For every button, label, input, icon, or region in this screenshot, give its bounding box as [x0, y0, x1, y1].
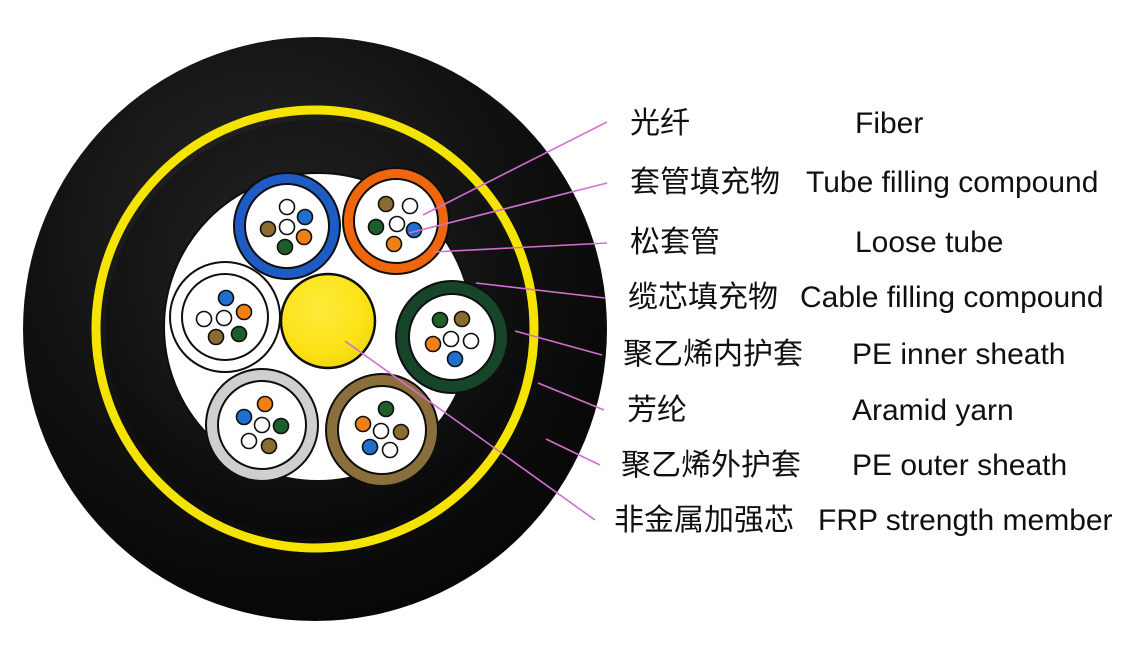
- optical-fiber: [367, 218, 385, 236]
- loose-tube-jacket: [343, 168, 449, 274]
- loose-tube-orange-tube: [342, 167, 450, 275]
- loose-tube-jacket: [170, 262, 280, 372]
- frp-strength-member-core: [279, 272, 377, 370]
- optical-fiber: [276, 238, 294, 256]
- optical-fiber: [354, 415, 372, 433]
- optical-fiber: [381, 441, 399, 459]
- leader-line-frp-strength-member: [344, 340, 596, 521]
- leader-line-aramid-yarn: [537, 382, 605, 411]
- optical-fiber: [385, 235, 403, 253]
- loose-tube-brown-tube: [325, 373, 439, 487]
- optical-fiber: [462, 332, 480, 350]
- optical-fiber: [253, 416, 271, 434]
- leader-line-pe-inner-sheath: [514, 330, 603, 356]
- loose-tube-blue-tube: [233, 172, 341, 280]
- label-en-tube-filling-compound: Tube filling compound: [806, 166, 1099, 199]
- leader-line-pe-outer-sheath: [545, 438, 601, 466]
- optical-fiber: [278, 198, 296, 216]
- label-en-fiber: Fiber: [855, 107, 924, 140]
- optical-fiber: [235, 408, 253, 426]
- label-cn-cable-filling-compound: 缆芯填充物: [628, 280, 778, 315]
- label-cn-tube-filling-compound: 套管填充物: [630, 165, 780, 200]
- label-cn-loose-tube: 松套管: [630, 225, 720, 260]
- label-cn-pe-inner-sheath: 聚乙烯内护套: [623, 337, 803, 372]
- label-en-pe-inner-sheath: PE inner sheath: [852, 338, 1066, 371]
- optical-fiber: [377, 195, 395, 213]
- loose-tube-outer-outline: [325, 373, 439, 487]
- loose-tube-outer-outline: [342, 167, 450, 275]
- leader-line-fiber: [422, 121, 608, 216]
- label-en-frp-strength-member: FRP strength member: [818, 504, 1113, 537]
- loose-tube-outer-outline: [395, 280, 509, 394]
- loose-tube-natural-tube: [169, 261, 281, 373]
- optical-fiber: [260, 437, 278, 455]
- optical-fiber: [446, 350, 464, 368]
- leader-line-tube-filling-compound: [408, 182, 608, 234]
- optical-fiber: [361, 438, 379, 456]
- aramid-yarn-ring: [91, 105, 539, 553]
- label-cn-pe-outer-sheath: 聚乙烯外护套: [621, 448, 801, 483]
- label-row-loose-tube: 松套管 Loose tube: [0, 220, 1140, 266]
- label-row-tube-filling-compound: 套管填充物 Tube filling compound: [0, 160, 1140, 206]
- label-row-pe-outer-sheath: 聚乙烯外护套 PE outer sheath: [0, 443, 1140, 489]
- optical-fiber: [431, 311, 449, 329]
- label-cn-fiber: 光纤: [630, 106, 690, 141]
- optical-fiber: [240, 432, 258, 450]
- loose-tube-jacket: [326, 374, 438, 486]
- loose-tubes-group: [169, 167, 509, 487]
- leader-line-loose-tube: [432, 242, 608, 253]
- optical-fiber: [215, 309, 233, 327]
- optical-fiber: [377, 400, 395, 418]
- leader-line-cable-filling-compound: [475, 282, 606, 299]
- optical-fiber: [259, 220, 277, 238]
- loose-tube-green-tube: [395, 280, 509, 394]
- label-row-pe-inner-sheath: 聚乙烯内护套 PE inner sheath: [0, 332, 1140, 378]
- optical-fiber: [392, 423, 410, 441]
- optical-fiber: [372, 422, 390, 440]
- loose-tube-jacket: [206, 369, 318, 481]
- leader-lines-group: [344, 121, 608, 521]
- optical-fiber: [230, 325, 248, 343]
- loose-tube-outer-outline: [233, 172, 341, 280]
- loose-tube-jacket: [396, 281, 508, 393]
- optical-fiber: [272, 417, 290, 435]
- optical-fiber: [453, 310, 471, 328]
- loose-tube-outer-outline: [205, 368, 319, 482]
- optical-fiber: [442, 330, 460, 348]
- optical-fiber: [278, 218, 296, 236]
- label-row-aramid-yarn: 芳纶 Aramid yarn: [0, 388, 1140, 434]
- optical-fiber: [235, 303, 253, 321]
- label-en-loose-tube: Loose tube: [855, 226, 1004, 259]
- label-cn-aramid-yarn: 芳纶: [627, 393, 687, 428]
- optical-fiber: [424, 335, 442, 353]
- loose-tube-jacket: [234, 173, 340, 279]
- label-cn-frp-strength-member: 非金属加强芯: [614, 503, 794, 538]
- optical-fiber: [296, 208, 314, 226]
- optical-fiber: [388, 215, 406, 233]
- optical-fiber: [207, 328, 225, 346]
- optical-fiber: [256, 395, 274, 413]
- label-en-aramid-yarn: Aramid yarn: [852, 394, 1014, 427]
- label-row-frp-strength-member: 非金属加强芯 FRP strength member: [0, 498, 1140, 544]
- optical-fiber: [217, 289, 235, 307]
- optical-fiber: [295, 228, 313, 246]
- label-en-pe-outer-sheath: PE outer sheath: [852, 449, 1068, 482]
- label-row-cable-filling-compound: 缆芯填充物 Cable filling compound: [0, 275, 1140, 321]
- loose-tube-grey-tube: [205, 368, 319, 482]
- optical-fiber: [401, 197, 419, 215]
- label-row-fiber: 光纤 Fiber: [0, 101, 1140, 147]
- optical-fiber: [195, 310, 213, 328]
- label-en-cable-filling-compound: Cable filling compound: [800, 281, 1104, 314]
